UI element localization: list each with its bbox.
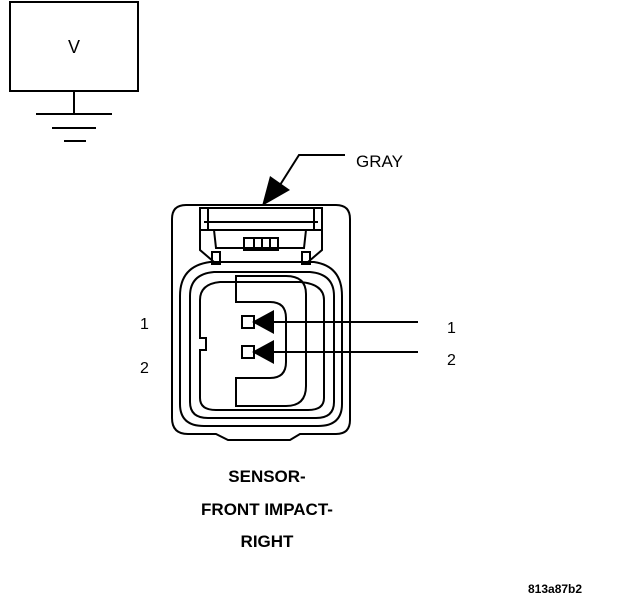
color-leader xyxy=(279,154,345,186)
voltmeter-label: V xyxy=(68,37,80,57)
figure-code: 813a87b2 xyxy=(528,582,583,596)
right-pin-2-label: 2 xyxy=(447,352,456,369)
leader-arrowhead xyxy=(262,176,290,206)
connector-housing xyxy=(171,204,351,441)
left-pin-1-label: 1 xyxy=(140,316,149,333)
connector-color-label: GRAY xyxy=(356,152,403,171)
left-pin-2-label: 2 xyxy=(140,360,149,377)
pin-2-arrowhead xyxy=(252,340,274,364)
pin-arrows xyxy=(252,310,418,364)
pin-1-arrowhead xyxy=(252,310,274,334)
voltmeter-symbol xyxy=(9,1,139,142)
connector-name-line-2: FRONT IMPACT- xyxy=(201,500,333,519)
right-pin-1-label: 1 xyxy=(447,320,456,337)
connector-name-line-3: RIGHT xyxy=(240,532,294,551)
connector-name-line-1: SENSOR- xyxy=(228,467,306,486)
